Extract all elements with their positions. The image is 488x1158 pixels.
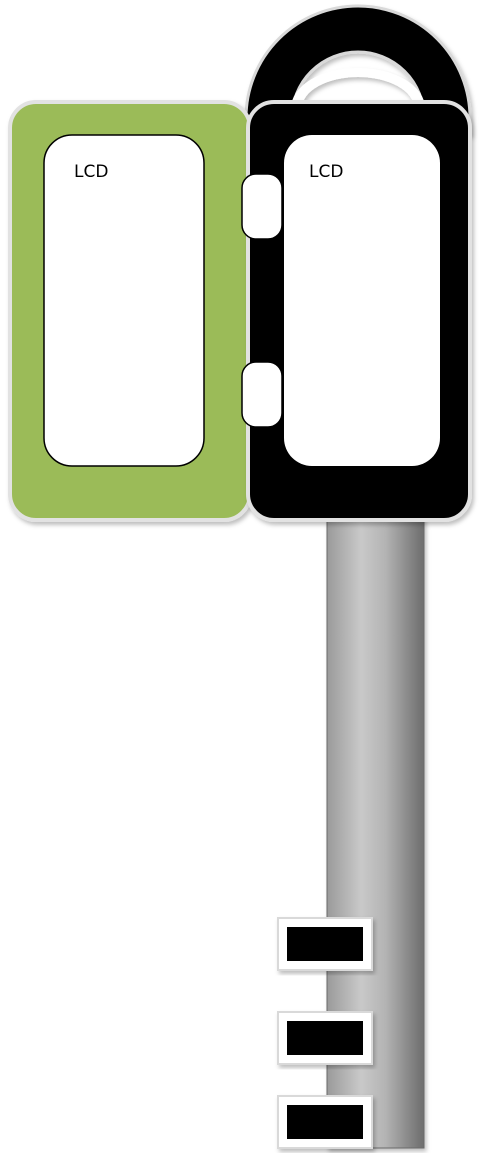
hinge-icon [242, 174, 282, 239]
left-lcd-screen [44, 135, 204, 466]
right-lcd-screen [284, 135, 440, 466]
key-tooth [278, 1012, 372, 1064]
right-panel [248, 102, 470, 520]
left-lcd-label: LCD [74, 164, 108, 181]
hinge-icon [242, 362, 282, 427]
left-panel [10, 102, 250, 520]
right-lcd-label: LCD [309, 164, 343, 181]
key-tooth [278, 918, 372, 970]
key-tooth [278, 1096, 372, 1148]
